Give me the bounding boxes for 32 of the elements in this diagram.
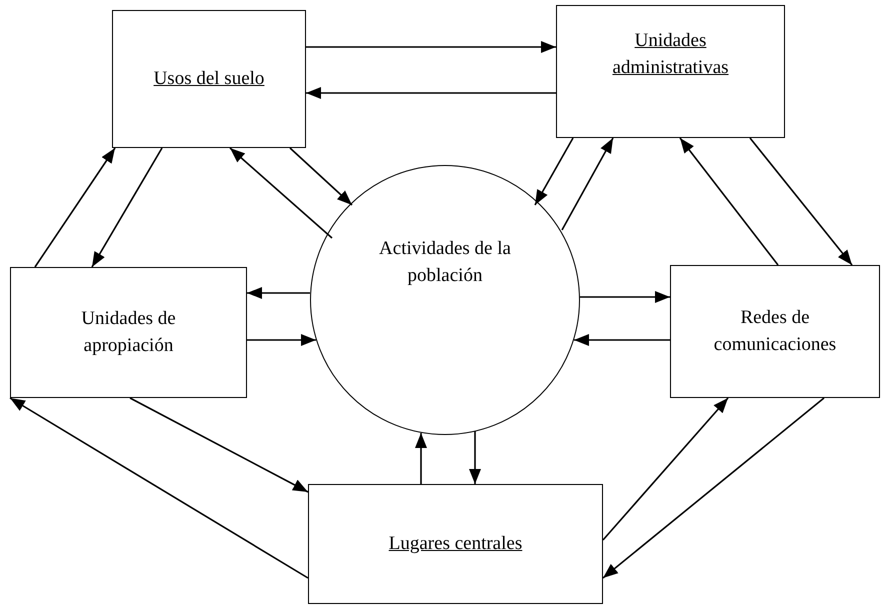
- arrow: [574, 334, 670, 346]
- concept-box: [10, 267, 247, 398]
- node-label: Redes de comunicaciones: [712, 306, 838, 356]
- node-label: Unidades administrativas: [611, 29, 730, 80]
- arrow: [602, 397, 824, 579]
- arrow: [289, 147, 353, 206]
- node-label: Usos del suelo: [154, 66, 264, 91]
- arrow: [306, 87, 556, 99]
- arrow: [561, 138, 614, 230]
- arrow: [679, 138, 779, 266]
- arrow: [534, 138, 574, 206]
- arrow: [91, 148, 163, 268]
- arrow: [10, 397, 308, 579]
- arrow: [749, 138, 853, 266]
- arrow: [580, 291, 670, 303]
- node-label: Actividades de la población: [378, 237, 512, 288]
- arrow: [469, 431, 481, 484]
- concept-box: [670, 265, 880, 398]
- arrow: [247, 287, 310, 299]
- arrow: [247, 334, 316, 346]
- arrow: [229, 147, 333, 239]
- arrow: [34, 148, 116, 268]
- arrow: [415, 433, 427, 484]
- node-label: Lugares centrales: [388, 532, 522, 556]
- node-label: Unidades de apropiación: [80, 306, 177, 358]
- concept-box: [308, 484, 603, 604]
- concept-box: [112, 10, 306, 148]
- circle-node: [310, 165, 580, 435]
- concept-box: [556, 5, 785, 138]
- arrow: [602, 397, 729, 541]
- arrow: [306, 41, 556, 53]
- arrow: [130, 397, 308, 493]
